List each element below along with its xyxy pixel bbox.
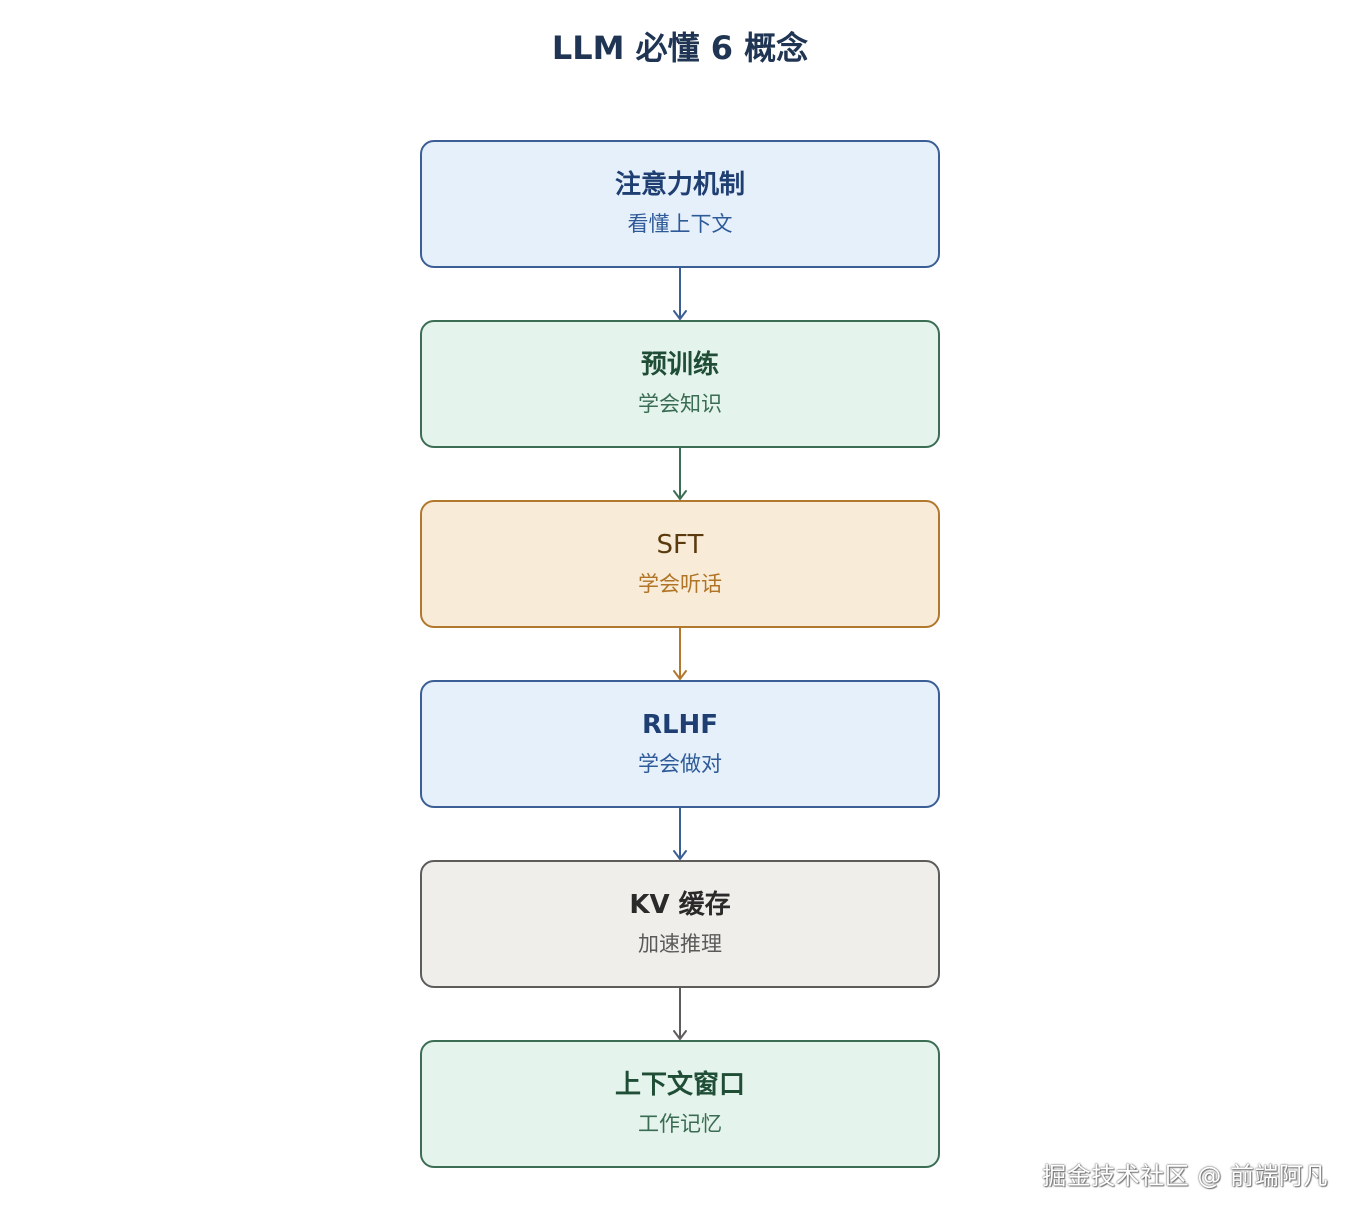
node-context-window: 上下文窗口 工作记忆	[420, 1040, 940, 1168]
node-attention: 注意力机制 看懂上下文	[420, 140, 940, 268]
node-attention-name: 注意力机制	[614, 170, 745, 200]
watermark: 掘金技术社区 @ 前端阿凡	[1042, 1162, 1328, 1190]
node-rlhf-desc: 学会做对	[638, 752, 722, 776]
node-pretraining-desc: 学会知识	[638, 392, 722, 416]
node-sft: SFT 学会听话	[420, 500, 940, 628]
node-sft-desc: 学会听话	[638, 572, 722, 596]
node-context-window-desc: 工作记忆	[638, 1112, 722, 1136]
diagram-title: LLM 必懂 6 概念	[551, 29, 809, 67]
arrow-3	[673, 628, 687, 680]
node-pretraining: 预训练 学会知识	[420, 320, 940, 448]
node-kv-cache-desc: 加速推理	[638, 932, 722, 956]
node-rlhf: RLHF 学会做对	[420, 680, 940, 808]
arrow-5	[673, 988, 687, 1040]
node-kv-cache: KV 缓存 加速推理	[420, 860, 940, 988]
arrow-2	[673, 448, 687, 500]
node-sft-name: SFT	[656, 530, 704, 560]
node-rlhf-name: RLHF	[641, 710, 719, 740]
node-pretraining-name: 预训练	[640, 350, 719, 380]
node-attention-desc: 看懂上下文	[627, 212, 733, 236]
arrow-4	[673, 808, 687, 860]
node-kv-cache-name: KV 缓存	[629, 890, 731, 920]
node-context-window-name: 上下文窗口	[614, 1070, 745, 1100]
arrow-1	[673, 268, 687, 320]
